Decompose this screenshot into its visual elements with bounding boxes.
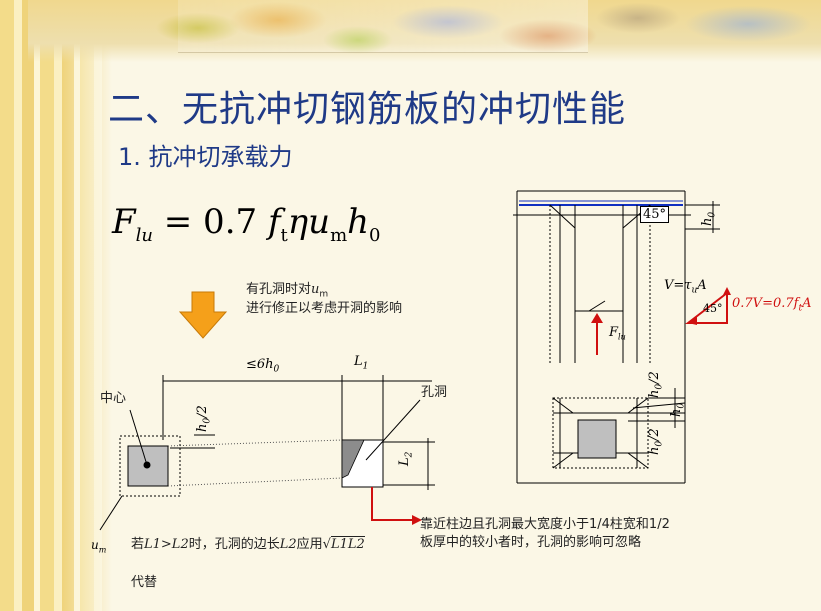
label-hole: 孔洞 xyxy=(421,385,448,400)
formula-F-sub: lu xyxy=(135,224,153,246)
hole-note-var: u xyxy=(311,282,320,297)
formula-equals: = 0.7 xyxy=(163,202,258,242)
section-diagram xyxy=(513,190,731,484)
hole-note-line1: 有孔洞时对um xyxy=(246,278,328,300)
label-um: um xyxy=(91,538,107,555)
force-triangle xyxy=(685,290,728,324)
label-L1: L1 xyxy=(354,354,369,372)
label-V: V=τuA xyxy=(664,278,707,296)
punching-formula: Flu = 0.7 ftηumh0 xyxy=(112,202,381,246)
label-section-h0: h0 xyxy=(700,211,718,226)
label-07V: 0.7V=0.7ftA xyxy=(732,296,812,314)
hole-note-sub: m xyxy=(319,289,329,300)
formula-u-sub: m xyxy=(330,224,348,246)
condition-line2: 代替 xyxy=(131,575,158,590)
sqrt-expr: L1L2 xyxy=(330,536,365,552)
label-L2: L2 xyxy=(397,451,415,466)
plan-diagram xyxy=(99,375,435,531)
slide-subtitle: 1. 抗冲切承载力 xyxy=(118,143,293,171)
lower-perimeter xyxy=(552,397,649,469)
formula-f: f xyxy=(267,202,281,242)
banner-panel xyxy=(178,0,588,53)
slide-title: 二、无抗冲切钢筋板的冲切性能 xyxy=(108,89,627,130)
formula-u: u xyxy=(308,202,331,242)
side-note-line1: 靠近柱边且孔洞最大宽度小于1/4柱宽和1/2 xyxy=(420,517,670,532)
hole-leader xyxy=(365,399,421,461)
formula-eta: η xyxy=(287,202,309,242)
formula-F: F xyxy=(112,202,136,242)
label-angle-top: 45° xyxy=(640,206,670,223)
formula-f-sub: t xyxy=(280,224,288,246)
label-section-h0-b: h0 xyxy=(669,402,687,417)
orange-down-arrow xyxy=(178,291,228,339)
left-stripe-fade xyxy=(0,0,112,611)
hole-shaded-part xyxy=(341,439,365,479)
hole-note-line2: 进行修正以考虑开洞的影响 xyxy=(246,301,403,316)
label-section-h0-2a: h0/2 xyxy=(647,371,665,398)
label-center: 中心 xyxy=(100,391,127,406)
side-note-line2: 板厚中的较小者时，孔洞的影响可忽略 xyxy=(420,535,642,550)
formula-h: h xyxy=(347,202,370,242)
condition-line1: 若L1>L2时，孔洞的边长L2应用√L1L2 xyxy=(131,536,365,552)
label-section-h0-2b: h0/2 xyxy=(647,428,665,455)
label-le6h0: ≤6h0 xyxy=(246,357,280,375)
red-pointer-head xyxy=(412,515,422,525)
top-leaf-banner xyxy=(28,0,821,62)
label-plan-h0-2: h0/2 xyxy=(195,405,213,432)
condition-expr: L1>L2 xyxy=(144,537,189,552)
hole-note-prefix: 有孔洞时对 xyxy=(246,282,312,297)
sqrt-symbol: √ xyxy=(322,537,331,552)
center-leader xyxy=(129,409,148,466)
um-perimeter xyxy=(119,435,181,497)
label-angle-triangle: 45° xyxy=(703,302,723,315)
lower-column xyxy=(577,419,617,459)
red-pointer-line xyxy=(371,487,412,521)
formula-h-sub: 0 xyxy=(369,224,381,246)
label-Flu: Flu xyxy=(609,325,626,342)
